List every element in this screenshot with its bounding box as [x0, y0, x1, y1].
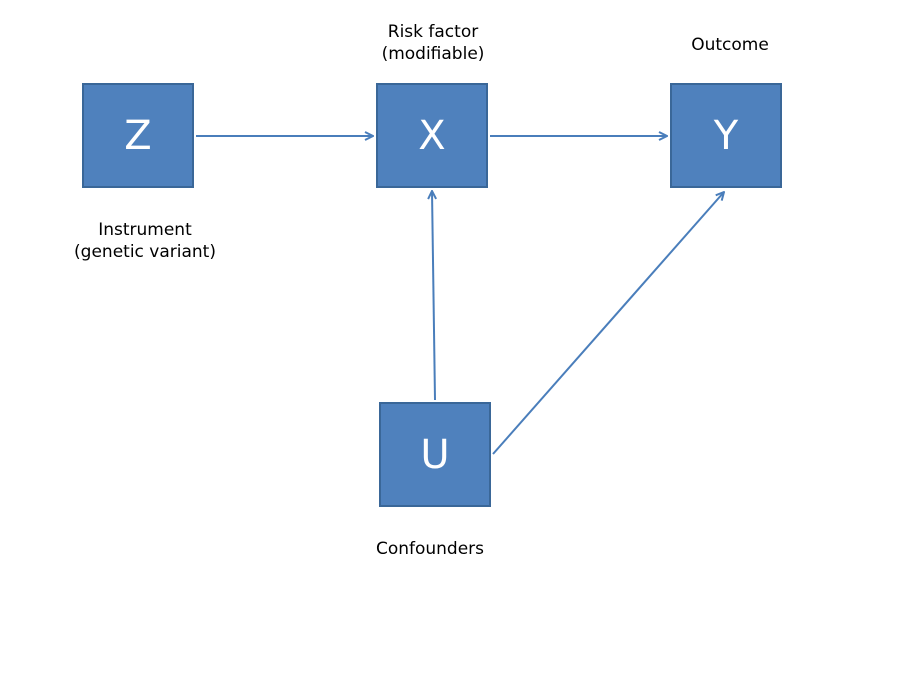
node-x: X: [376, 83, 488, 188]
node-u-letter: U: [420, 431, 450, 478]
confounders-label-line1: Confounders: [375, 539, 485, 559]
node-y-letter: Y: [713, 112, 739, 159]
outcome-label-line1: Outcome: [691, 35, 769, 55]
instrument-label-line1: Instrument: [98, 220, 192, 240]
node-u: U: [379, 402, 491, 507]
node-z: Z: [82, 83, 194, 188]
node-y: Y: [670, 83, 782, 188]
outcome-label: Outcome: [650, 34, 810, 56]
arrow-u-to-x: [432, 191, 435, 401]
instrument-label: Instrument (genetic variant): [55, 219, 235, 263]
confounders-label: Confounders: [340, 538, 520, 560]
node-z-letter: Z: [124, 112, 152, 159]
risk-factor-label-line1: Risk factor: [387, 22, 479, 42]
risk-factor-label: Risk factor (modifiable): [353, 21, 513, 65]
arrow-u-to-y: [492, 192, 724, 455]
node-x-letter: X: [418, 112, 446, 159]
risk-factor-label-line2: (modifiable): [381, 44, 485, 64]
instrument-label-line2: (genetic variant): [74, 242, 216, 262]
